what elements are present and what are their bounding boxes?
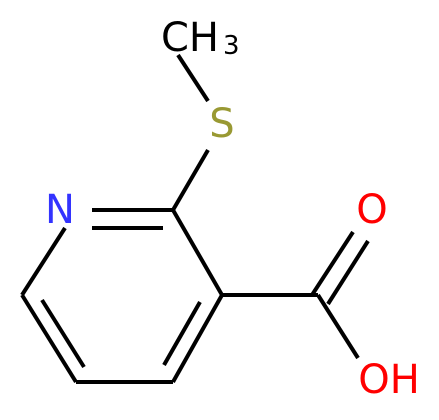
bond-n-c6: [20, 226, 67, 297]
methyl-label-subscript: 3: [223, 31, 240, 61]
bond-c3-c2: [171, 209, 224, 296]
carbonyl-oxygen-label: O: [356, 187, 387, 233]
bond-c-oh: [316, 293, 360, 360]
bond-c2-s: [171, 148, 210, 212]
nitrogen-atom-label: N: [45, 187, 75, 233]
bond-c4-c3-inner: [162, 301, 202, 366]
bond-c4-c3: [171, 294, 224, 383]
bond-s-ch3: [176, 53, 210, 103]
sulfur-atom-label: S: [209, 101, 234, 147]
hydroxyl-label: OH: [358, 357, 420, 403]
methyl-label: CH 3: [161, 15, 240, 61]
bond-c6-c5-inner: [40, 298, 86, 369]
methyl-label-main: CH: [161, 15, 219, 61]
bond-c-o-double-1: [310, 230, 355, 297]
bond-c-o-double-2: [326, 239, 370, 306]
bond-c6-c5: [20, 293, 78, 384]
